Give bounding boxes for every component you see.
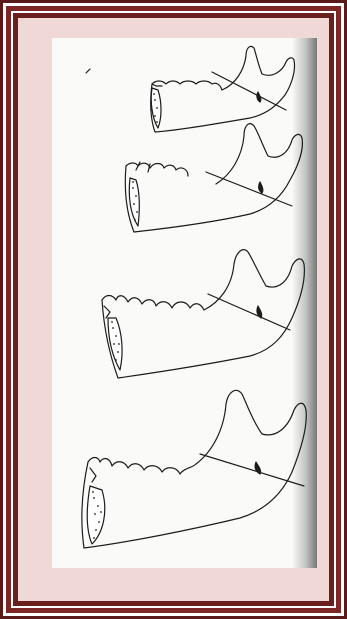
- mandible-4-line: [200, 454, 304, 486]
- mandible-4-foramen: [255, 462, 261, 474]
- mandible-3-teeth: [102, 296, 204, 311]
- mandible-2-foramen: [259, 182, 263, 193]
- mandible-1: [151, 46, 295, 132]
- mandible-3-line: [208, 294, 290, 330]
- mandible-2-section: [129, 178, 139, 226]
- mandible-1-foramen: [257, 92, 261, 102]
- mandible-1-outline: [151, 46, 295, 132]
- mandible-2: [125, 124, 302, 232]
- mandible-3-outline: [102, 250, 304, 378]
- mandible-4-section: [87, 486, 105, 544]
- mandible-4: [82, 390, 306, 548]
- mandible-1-line: [212, 72, 286, 110]
- mandible-2-teeth: [126, 163, 188, 176]
- mandible-2-outline: [125, 124, 302, 232]
- mandible-3-section: [108, 318, 122, 370]
- mandible-2-line: [206, 172, 292, 206]
- mandible-3: [102, 250, 304, 378]
- stray-mark: [86, 69, 90, 73]
- mandible-4-outline: [82, 390, 306, 548]
- mandible-1-teeth: [152, 81, 222, 90]
- mandible-4-teeth: [88, 458, 196, 475]
